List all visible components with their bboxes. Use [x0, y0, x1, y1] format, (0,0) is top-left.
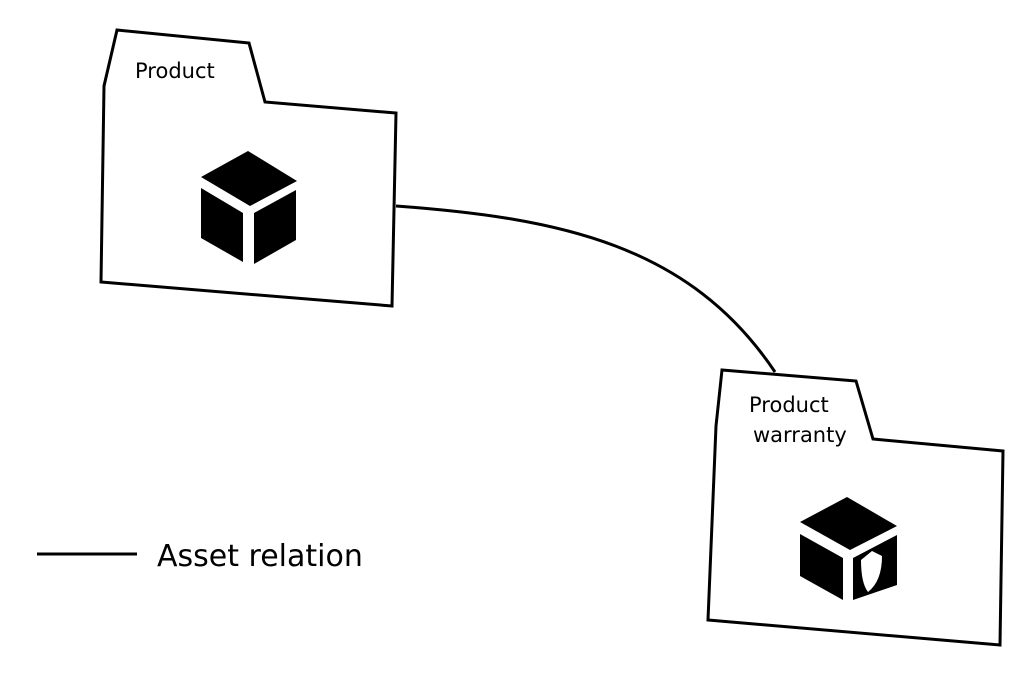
product-folder-label: Product: [135, 59, 215, 83]
shield-icon: [861, 551, 882, 592]
product-warranty-label-line2: warranty: [753, 423, 847, 447]
product-warranty-label-line1: Product: [749, 393, 829, 417]
product-folder[interactable]: Product: [99, 28, 398, 308]
product-warranty-folder[interactable]: Product warranty: [706, 368, 1005, 647]
cube-shield-icon: [800, 497, 897, 600]
legend: Asset relation: [37, 539, 363, 574]
cube-icon: [201, 151, 297, 264]
legend-label-asset-relation: Asset relation: [157, 539, 363, 574]
asset-relation-connector: [395, 204, 777, 373]
